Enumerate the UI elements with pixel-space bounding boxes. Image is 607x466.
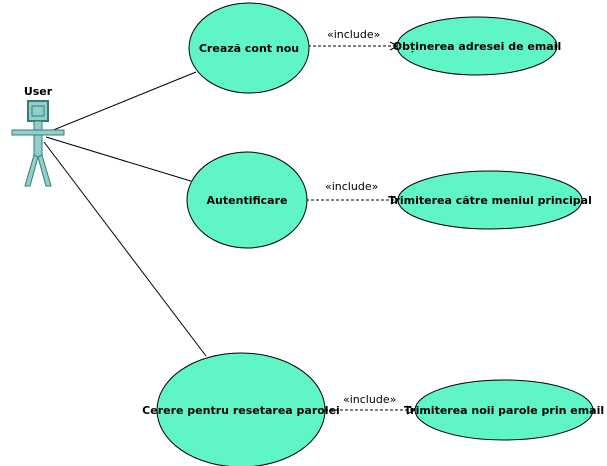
usecase-label: Crează cont nou — [199, 42, 299, 55]
usecase-label: Trimiterea noii parole prin email — [404, 404, 604, 417]
actor-name-label: User — [24, 85, 53, 98]
usecase-main-menu[interactable]: Trimiterea către meniul principal — [388, 170, 592, 230]
usecase-send-new-password[interactable]: Trimiterea noii parole prin email — [404, 379, 604, 441]
usecase-create-account[interactable]: Crează cont nou — [188, 2, 310, 94]
association-line-auth — [45, 136, 195, 183]
include-stereotype-1: «include» — [327, 28, 380, 41]
usecase-authentication[interactable]: Autentificare — [186, 151, 308, 249]
usecase-label: Autentificare — [207, 194, 288, 207]
usecase-label: Cerere pentru resetarea parolei — [142, 404, 340, 417]
usecase-label: Obținerea adresei de email — [393, 40, 562, 53]
include-stereotype-2: «include» — [325, 180, 378, 193]
usecase-password-reset-request[interactable]: Cerere pentru resetarea parolei — [142, 352, 340, 466]
usecase-label: Trimiterea către meniul principal — [388, 194, 592, 207]
association-line-create — [45, 71, 197, 134]
association-line-reset — [43, 141, 207, 357]
usecase-get-email[interactable]: Obținerea adresei de email — [393, 16, 562, 76]
include-stereotype-3: «include» — [343, 393, 396, 406]
actor-figure-icon[interactable] — [11, 100, 65, 187]
